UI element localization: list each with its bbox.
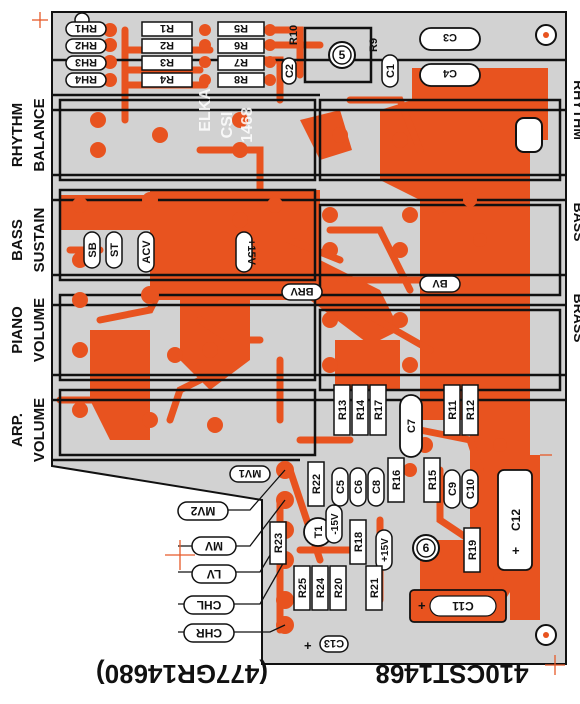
left-labels: RHYTHM BALANCE BASS SUSTAIN PIANO VOLUME… [9, 98, 48, 462]
st-label: ST [109, 243, 121, 257]
label-volume-piano: VOLUME [31, 298, 48, 362]
top-right-cluster: R10 R9 C2 5 C1 C3 C4 [281, 25, 481, 88]
label-volume-arp: VOLUME [31, 398, 48, 462]
r15-label: R15 [427, 470, 439, 490]
chl-label: CHL [197, 598, 222, 612]
section-lines [52, 26, 566, 462]
mv1-label: MV1 [239, 467, 262, 479]
r4-label: R4 [159, 73, 174, 85]
r25-label: R25 [297, 578, 309, 598]
t1-label: T1 [313, 526, 325, 539]
r24-label: R24 [315, 577, 327, 598]
neg15v-label: -15V [330, 513, 341, 534]
r10-label: R10 [288, 25, 300, 45]
mounting-holes [74, 12, 557, 646]
mid-connectors: BRV BV MV1 [229, 275, 461, 483]
c11-plus: + [418, 598, 426, 613]
board-branding: ELKA CSI 1468 [197, 88, 256, 143]
mid-components: R13 R14 R17 C7 R11 R12 [333, 384, 479, 458]
plus15v-top-label: +15V [245, 239, 257, 266]
brv-label: BRV [290, 285, 314, 297]
r7-label: R7 [234, 56, 248, 68]
brand-text: ELKA [197, 88, 214, 132]
lv-label: LV [207, 567, 221, 581]
r1-label: R1 [160, 22, 174, 34]
c1-label: C1 [385, 64, 397, 78]
pencil-marks [32, 12, 565, 675]
r2-label: R2 [160, 39, 174, 51]
lower-components: R22 C5 C6 C8 R16 R15 C9 C10 R23 T1 -15V … [269, 457, 533, 653]
c8-label: C8 [371, 480, 383, 494]
top-resistors: R1 R2 R3 R4 R5 R6 R7 R8 [141, 21, 265, 88]
c12-plus: + [512, 543, 520, 558]
acv-label: ACV [141, 240, 153, 264]
label-rhythm: RHYTHM [9, 103, 26, 167]
r3-label: R3 [160, 56, 174, 68]
right-label-rhythm: RHYTHM [571, 80, 580, 140]
r17-label: R17 [373, 400, 385, 420]
c13-plus: + [304, 638, 312, 653]
c13-label: C13 [324, 637, 344, 649]
ic6-label: 6 [423, 541, 430, 555]
c4-label: C4 [442, 67, 457, 79]
r20-label: R20 [333, 578, 345, 598]
label-balance: BALANCE [31, 98, 48, 171]
code-gr: (477GR14680) [96, 659, 268, 689]
mv-label: MV [205, 539, 223, 553]
c2-label: C2 [284, 64, 296, 78]
c7-label: C7 [406, 419, 418, 433]
mv2-label: MV2 [190, 504, 215, 518]
r19-label: R19 [467, 540, 479, 560]
r18-label: R18 [353, 532, 365, 552]
label-bass: BASS [9, 219, 26, 261]
r21-label: R21 [369, 578, 381, 598]
ic5-label: 5 [339, 48, 346, 62]
r22-label: R22 [311, 474, 323, 494]
label-sustain: SUSTAIN [31, 208, 48, 273]
c6-label: C6 [353, 480, 365, 494]
model-text: CSI [219, 112, 236, 139]
r11-label: R11 [447, 400, 459, 420]
label-arp: ARP. [9, 413, 26, 447]
right-label-bass: BASS [571, 203, 580, 242]
rh-connectors: RH1 RH2 RH3 RH4 [65, 21, 107, 88]
chr-label: CHR [196, 626, 222, 640]
c12-label: C12 [509, 509, 523, 531]
r6-label: R6 [234, 39, 248, 51]
rh4-label: RH4 [74, 73, 97, 85]
model-num-text: 1468 [239, 107, 256, 143]
r9-label: R9 [368, 38, 380, 52]
label-piano: PIANO [9, 306, 26, 354]
sb-label: SB [87, 242, 99, 257]
right-labels: RHYTHM BASS BRASS [571, 80, 580, 342]
c9-label: C9 [447, 482, 459, 496]
bottom-codes: (477GR14680) 410CST1468 [96, 659, 529, 689]
side-connectors: MV2 MV LV CHL CHR [177, 469, 286, 643]
r23-label: R23 [273, 533, 285, 553]
rh1-label: RH1 [75, 22, 97, 34]
sustain-switches: SB ST ACV +15V [83, 231, 257, 273]
rh2-label: RH2 [75, 39, 97, 51]
r16-label: R16 [391, 470, 403, 490]
pos15v-label: +15V [380, 538, 391, 562]
c10-label: C10 [465, 479, 477, 499]
r12-label: R12 [465, 400, 477, 420]
r14-label: R14 [355, 399, 367, 420]
right-label-brass: BRASS [571, 293, 580, 342]
c11-label: C11 [452, 599, 474, 613]
r8-label: R8 [234, 73, 248, 85]
c5-label: C5 [335, 480, 347, 494]
bv-label: BV [432, 277, 448, 289]
code-cst: 410CST1468 [375, 659, 528, 689]
rh3-label: RH3 [75, 56, 97, 68]
r5-label: R5 [234, 22, 248, 34]
c3-label: C3 [443, 31, 457, 43]
r13-label: R13 [337, 400, 349, 420]
